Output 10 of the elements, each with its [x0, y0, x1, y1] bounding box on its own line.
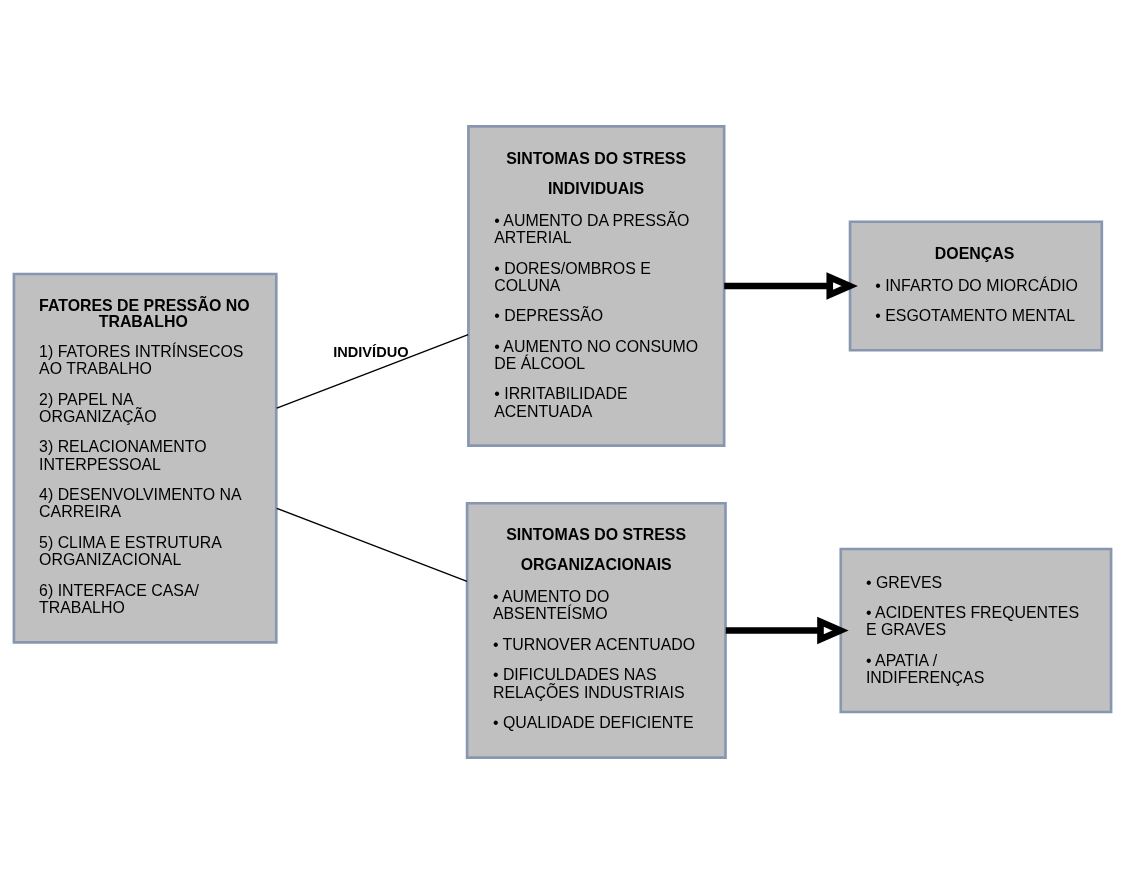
node-box: SINTOMAS DO STRESS ORGANIZACIONAIS • AUMENTO DO ABSENTEÍSMO • TURNOVER ACENTUADO • DIFICULDADES NAS RELAÇÕES INDUSTRIAIS • QUALIDADE DEFICIENTE [465, 501, 727, 759]
edge-label: INDIVÍDUO [333, 343, 409, 360]
node-box: SINTOMAS DO STRESS INDIVIDUAIS • AUMENTO DA PRESSÃO ARTERIAL • DORES/OMBROS E COLUNA • DEPRESSÃO • AUMENTO NO CONSUMO DE ÁLCOOL • IRRITABILIDADE ACENTUADA [467, 124, 726, 447]
arrow [724, 271, 858, 300]
connector [276, 507, 468, 582]
connector [276, 333, 469, 409]
node-box: DOENÇAS • INFARTO DO MIORCÁDIO • ESGOTAMENTO MENTAL [848, 219, 1104, 352]
arrow [725, 616, 849, 644]
node-box: • GREVES • ACIDENTES FREQUENTES E GRAVES • APATIA / INDIFERENÇAS [839, 547, 1113, 713]
node-box: FATORES DE PRESSÃO NO TRABALHO 1) FATORES INTRÍNSECOS AO TRABALHO 2) PAPEL NA ORGANIZAÇÃO 3) RELACIONAMENTO INTERPESSOAL 4) DESENVOLVIMENTO NA CARREIRA 5) CLIMA E ESTRUTURA ORGANIZACIONAL 6) INTERFACE CASA/ TRABALHO [12, 272, 278, 644]
